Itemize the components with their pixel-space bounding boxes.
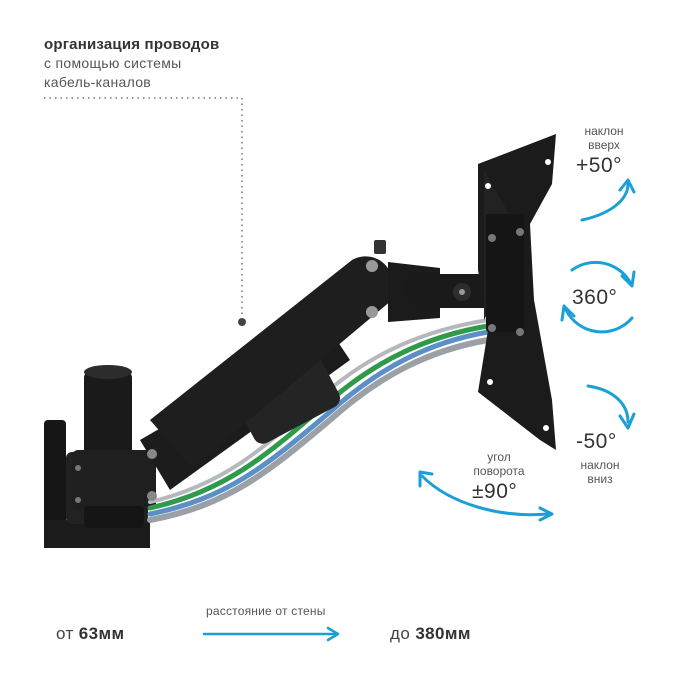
tilt-up-value: +50°	[576, 154, 623, 177]
curved-double-arrow-icon	[418, 470, 554, 522]
distance-max-prefix: до	[390, 624, 411, 643]
tilt-down-value: -50°	[576, 430, 617, 453]
distance-label: расстояние от стены	[206, 604, 326, 618]
leader-line	[44, 97, 246, 326]
distance-max: до 380мм	[390, 624, 471, 644]
tilt-head	[404, 274, 504, 308]
cable-management-title: организация проводов	[44, 36, 220, 53]
tilt-up-label: наклон вверх	[574, 124, 634, 152]
tilt-up-label-line2: вверх	[588, 138, 620, 152]
swivel-label-line1: угол	[487, 450, 511, 464]
circular-arrows-icon	[560, 260, 636, 334]
tilt-down-label-line2: вниз	[587, 472, 613, 486]
rotation-value: 360°	[572, 286, 618, 309]
cable-management-line2: кабель-каналов	[44, 74, 152, 90]
curved-arrow-up-icon	[580, 178, 636, 222]
swivel-label-line2: поворота	[473, 464, 525, 478]
swivel-value: ±90°	[472, 480, 518, 503]
tilt-down-label: наклон вниз	[570, 458, 630, 486]
vesa-plate	[478, 134, 556, 450]
tilt-up-label-line1: наклон	[584, 124, 624, 138]
curved-arrow-down-icon	[586, 384, 636, 430]
cable-management-line1: с помощью системы	[44, 55, 182, 71]
distance-max-value: 380мм	[415, 624, 471, 643]
distance-min: от 63мм	[56, 624, 124, 644]
mount-post	[72, 365, 156, 528]
tilt-down-label-line1: наклон	[580, 458, 620, 472]
distance-min-value: 63мм	[78, 624, 125, 643]
arrow-right-icon	[202, 626, 340, 642]
swivel-label: угол поворота	[464, 450, 534, 478]
distance-min-prefix: от	[56, 624, 74, 643]
